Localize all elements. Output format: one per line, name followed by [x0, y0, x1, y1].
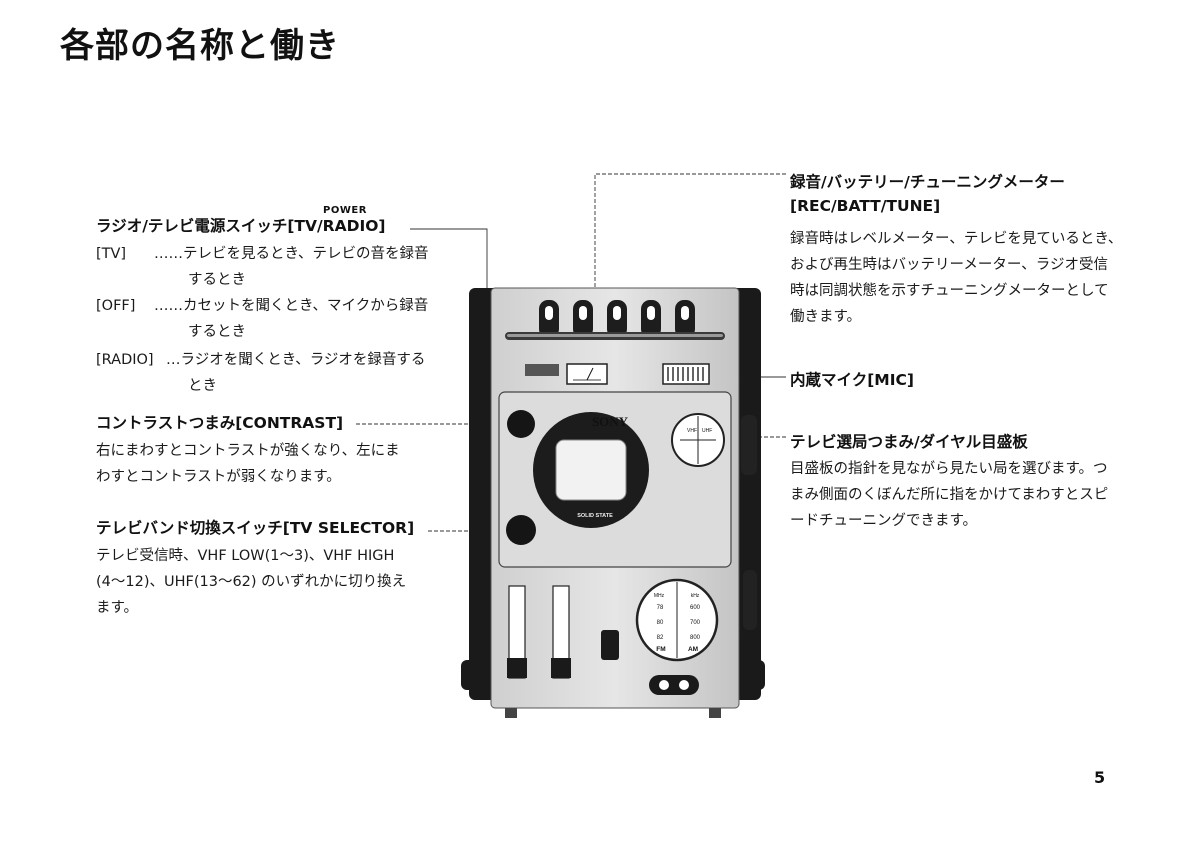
- meter-line: 録音時はレベルメーター、テレビを見ているとき、: [790, 231, 1123, 247]
- power-item-continuation: するとき: [188, 272, 246, 288]
- power-item-key: [RADIO]: [96, 352, 154, 368]
- am-scale-mark: 600: [690, 605, 701, 611]
- power-switch-heading: ラジオ/テレビ電源スイッチ[TV/RADIO]: [96, 217, 386, 235]
- meter-line: および再生時はバッテリーメーター、ラジオ受信: [790, 257, 1108, 273]
- tv-selector-heading: テレビバンド切換スイッチ[TV SELECTOR]: [96, 519, 415, 537]
- power-item-off: [OFF] ……カセットを聞くとき、マイクから録音: [96, 293, 428, 319]
- am-scale-mark: 700: [690, 620, 701, 626]
- power-item-key: [TV]: [96, 246, 127, 262]
- meter-line: 時は同調状態を示すチューニングメーターとして: [790, 283, 1109, 299]
- tone-slider-knob: [551, 658, 571, 678]
- right-foot: [745, 660, 765, 690]
- power-item-continuation: とき: [188, 378, 217, 394]
- mic-heading: 内蔵マイク[MIC]: [790, 371, 914, 389]
- power-item-text: ……カセットを聞くとき、マイクから録音: [154, 298, 429, 314]
- foot-right-bottom: [709, 708, 721, 718]
- meter-line: 働きます。: [790, 309, 862, 325]
- power-item-text: ……テレビを見るとき、テレビの音を録音: [154, 246, 429, 262]
- power-item-continuation: するとき: [188, 324, 246, 340]
- uhf-label: UHF: [702, 428, 712, 434]
- tv-selector-line: ます。: [96, 600, 139, 616]
- foot-left-bottom: [505, 708, 517, 718]
- band-switch: [601, 630, 619, 660]
- power-switch: [525, 364, 559, 376]
- tv-tuning-knob-side: [741, 415, 757, 475]
- am-scale-mark: 800: [690, 635, 701, 641]
- contrast-line: 右にまわすとコントラストが強くなり、左にま: [96, 443, 400, 459]
- fm-scale-mark: 80: [657, 620, 664, 626]
- tv-tuning-heading: テレビ選局つまみ/ダイヤル目盛板: [790, 433, 1028, 451]
- power-label: POWER: [323, 205, 367, 216]
- fm-scale-mark: 78: [657, 605, 664, 611]
- tv-tuning-line: 目盛板の指針を見ながら見たい局を選びます。つ: [790, 461, 1108, 477]
- meter-heading-code: [REC/BATT/TUNE]: [790, 197, 941, 215]
- power-item-tv: [TV] ……テレビを見るとき、テレビの音を録音: [96, 241, 428, 267]
- contrast-description: 右にまわすとコントラストが強くなり、左にま わすとコントラストが弱くなります。: [96, 438, 400, 490]
- tv-tuning-line: ードチューニングできます。: [790, 513, 978, 529]
- tv-selector-line: (4〜12)、UHF(13〜62) のいずれかに切り換え: [96, 574, 407, 590]
- contrast-knob: [507, 410, 535, 438]
- fm-scale-mark: 82: [657, 635, 664, 641]
- fm-label: FM: [656, 646, 665, 653]
- meter-window: [566, 363, 608, 385]
- brand-logo: SONY: [592, 414, 629, 429]
- vhf-label: VHF: [687, 428, 697, 434]
- tv-tuning-description: 目盛板の指針を見ながら見たい局を選びます。つ まみ側面のくぼんだ所に指をかけてま…: [790, 456, 1108, 534]
- contrast-heading: コントラストつまみ[CONTRAST]: [96, 414, 344, 432]
- power-item-radio: [RADIO] …ラジオを聞くとき、ラジオを録音する: [96, 347, 425, 373]
- khz-label: kHz: [691, 593, 700, 599]
- left-foot: [461, 660, 481, 690]
- tv-tuning-line: まみ側面のくぼんだ所に指をかけてまわすとスピ: [790, 487, 1109, 503]
- device-drawing: SONY SOLID STATE VHF UHF MHz kHz 78 80 8…: [461, 287, 765, 718]
- tv-selector-knob: [506, 515, 536, 545]
- meter-description: 録音時はレベルメーター、テレビを見ているとき、 および再生時はバッテリーメーター…: [790, 226, 1122, 330]
- page-number: 5: [1094, 768, 1106, 787]
- mhz-label: MHz: [654, 593, 665, 599]
- jack-plate: [649, 675, 699, 695]
- tv-selector-line: テレビ受信時、VHF LOW(1〜3)、VHF HIGH: [96, 548, 395, 564]
- power-item-text: …ラジオを聞くとき、ラジオを録音する: [166, 352, 426, 368]
- am-label: AM: [688, 646, 698, 653]
- sony-tv-radio-cassette-illustration: SONY SOLID STATE VHF UHF MHz kHz 78 80 8…: [455, 280, 775, 725]
- mic-grille: [662, 363, 710, 385]
- volume-slider-knob: [507, 658, 527, 678]
- page-title: 各部の名称と働き: [60, 26, 340, 66]
- crt-screen: [555, 439, 627, 501]
- tv-selector-description: テレビ受信時、VHF LOW(1〜3)、VHF HIGH (4〜12)、UHF(…: [96, 543, 406, 621]
- power-item-key: [OFF]: [96, 298, 136, 314]
- radio-tuning-knob-side: [743, 570, 757, 630]
- contrast-line: わすとコントラストが弱くなります。: [96, 469, 341, 485]
- screen-label: SOLID STATE: [577, 513, 613, 519]
- meter-heading: 録音/バッテリー/チューニングメーター: [790, 173, 1065, 191]
